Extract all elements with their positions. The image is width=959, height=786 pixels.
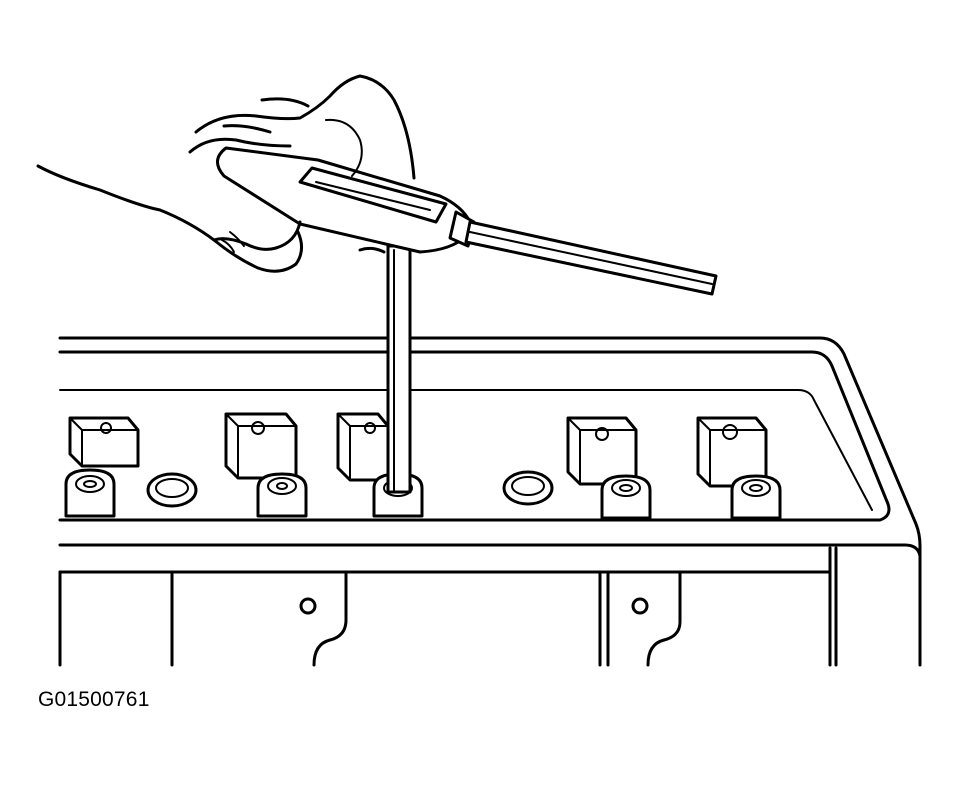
tool-handle (216, 146, 472, 254)
figure-id-label: G01500761 (38, 688, 150, 711)
housing-cutout-3 (646, 570, 682, 667)
housing (58, 336, 922, 667)
housing-cutout-1 (170, 570, 348, 667)
block-2 (224, 412, 298, 480)
mount-blocks (68, 412, 768, 488)
housing-front-top (58, 543, 922, 558)
bolt-bosses (64, 468, 782, 520)
hand (36, 74, 416, 273)
block-4 (566, 416, 638, 486)
tool-handle-window (298, 166, 448, 224)
boss-4 (600, 474, 652, 520)
mount-hole-right (631, 597, 649, 615)
housing-cutout-2 (598, 570, 610, 667)
boss-5 (730, 474, 782, 520)
mount-hole-left (299, 597, 317, 615)
plug-2 (502, 470, 554, 506)
torque-tool (216, 146, 718, 494)
block-3 (336, 412, 390, 482)
boss-1 (64, 468, 116, 518)
tool-shaft (386, 244, 412, 494)
block-1 (68, 416, 140, 468)
housing-outer-rim (58, 336, 922, 667)
hand-thumb (212, 220, 302, 251)
boss-2 (256, 472, 308, 518)
housing-floor-edge (59, 389, 873, 511)
plug-1 (146, 472, 198, 508)
hand-fingers (194, 74, 416, 180)
housing-inner-rim (58, 350, 891, 522)
